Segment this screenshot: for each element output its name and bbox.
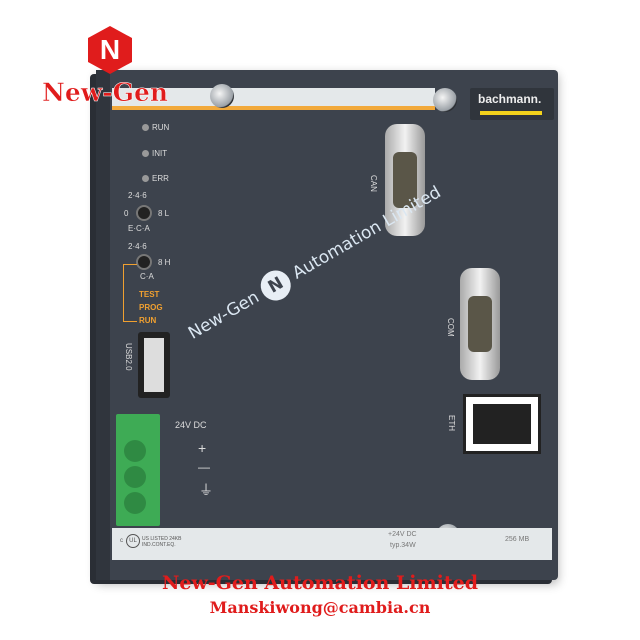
top-label-strip	[112, 88, 435, 110]
power-rating: +24V DC	[388, 531, 417, 538]
ground-icon: ⏚	[199, 482, 213, 498]
led-err	[142, 175, 149, 182]
company-name: New-Gen Automation Limited	[161, 572, 478, 594]
terminal-pin	[124, 466, 146, 488]
ul-logo: UL	[126, 534, 140, 548]
usb-socket	[144, 338, 164, 392]
screw-icon	[210, 84, 234, 108]
contact-email: Manskiwong@cambia.cn	[209, 598, 431, 617]
rotary-switch-high[interactable]	[136, 254, 152, 270]
bottom-label-strip	[112, 528, 552, 560]
screw-icon	[433, 88, 457, 112]
logo-text: New-Gen	[42, 78, 169, 108]
power-consumption: typ.34W	[390, 542, 416, 549]
led-label: ERR	[152, 174, 169, 183]
terminal-pin	[124, 492, 146, 514]
plus-symbol: +	[198, 440, 207, 456]
com-label: COM	[446, 318, 455, 337]
terminal-pin	[124, 440, 146, 462]
can-label: CAN	[369, 175, 378, 192]
led-init	[142, 150, 149, 157]
can-port[interactable]	[385, 124, 425, 236]
switch-scale: E·C·A	[128, 224, 150, 233]
led-label: INIT	[152, 149, 168, 158]
led-run	[142, 124, 149, 131]
brand-name: bachmann.	[478, 92, 542, 106]
mode-label: RUN	[139, 316, 157, 325]
switch-scale: 0	[124, 209, 129, 218]
led-label: RUN	[152, 123, 170, 132]
switch-scale: 8 L	[158, 209, 170, 218]
newgen-logo-icon: N	[88, 26, 132, 74]
switch-scale: 2·4·6	[128, 242, 147, 251]
ethernet-jack	[473, 404, 531, 444]
minus-symbol: —	[198, 460, 210, 474]
ul-text: US LISTED 24KB IND.CONT.EQ.	[142, 536, 182, 548]
mode-label: TEST	[139, 290, 160, 299]
module-side-edge	[96, 70, 110, 580]
switch-scale: C·A	[140, 272, 154, 281]
usb-label: USB2.0	[124, 343, 133, 371]
eth-label: ETH	[447, 415, 456, 431]
memory-size: 256 MB	[505, 536, 530, 543]
com-port[interactable]	[460, 268, 500, 380]
power-label: 24V DC	[175, 420, 207, 430]
switch-scale: 2·4·6	[128, 191, 147, 200]
brand-bar	[480, 111, 542, 115]
rotary-switch-low[interactable]	[136, 205, 152, 221]
mode-label: PROG	[139, 303, 163, 312]
ul-c: c	[120, 538, 123, 544]
switch-scale: 8 H	[158, 258, 171, 267]
mode-bracket	[123, 264, 137, 322]
